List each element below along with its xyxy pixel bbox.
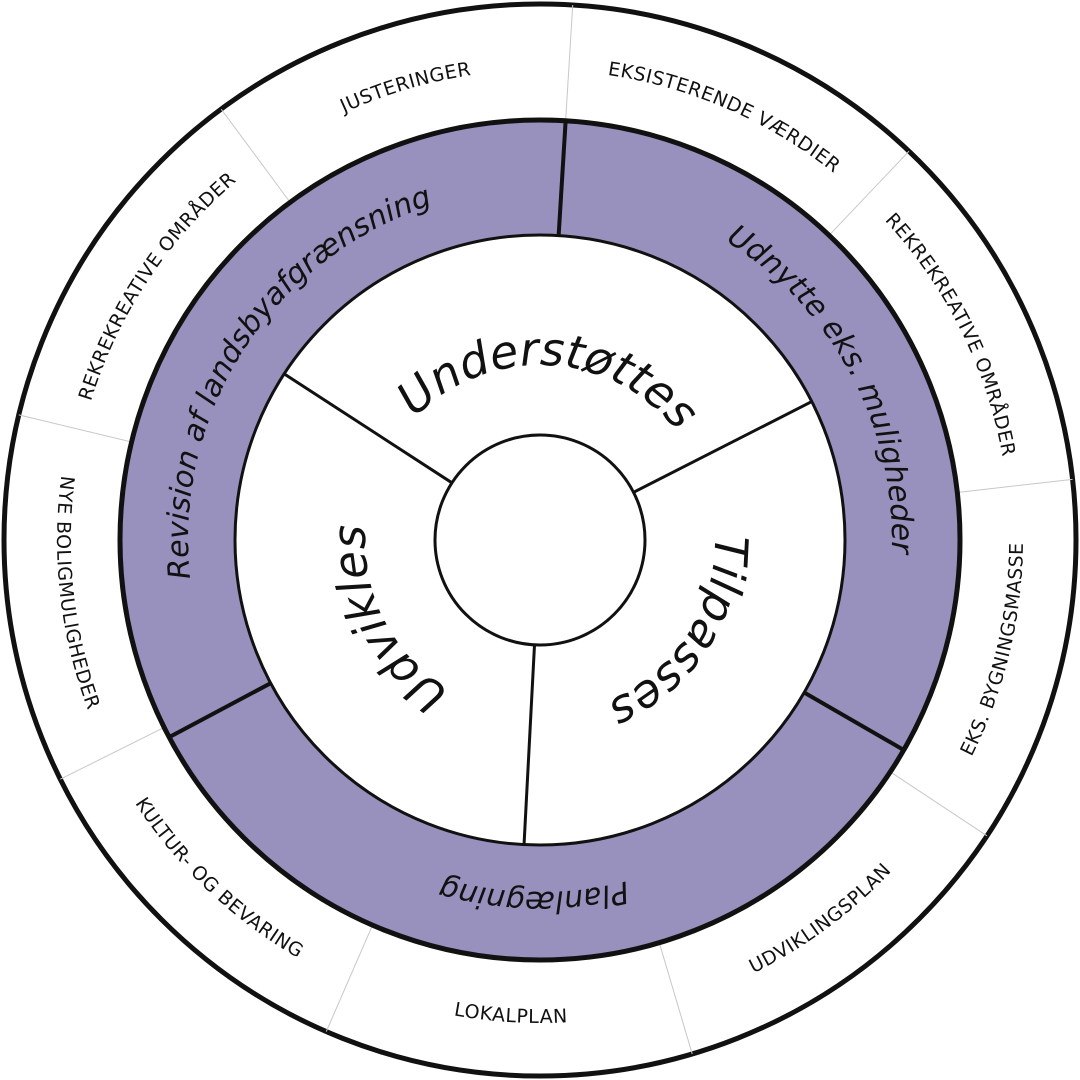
outer-divider	[325, 924, 373, 1032]
middle-divider	[168, 681, 272, 739]
outer-divider	[60, 726, 165, 780]
outer-divider	[18, 414, 132, 443]
inner-divider	[283, 372, 453, 485]
outer-divider	[957, 478, 1073, 493]
middle-section	[169, 683, 904, 960]
inner-divider	[522, 644, 537, 845]
outer-divider	[565, 4, 574, 121]
middle-divider	[556, 120, 568, 236]
middle-divider	[803, 690, 905, 752]
outer-divider	[889, 771, 988, 837]
outer-divider	[828, 150, 910, 236]
middle-section	[120, 120, 566, 738]
inner-divider	[632, 400, 813, 494]
center-hub	[433, 433, 647, 647]
center-circle	[433, 433, 647, 647]
outer-divider	[658, 942, 693, 1055]
middle-ring-outer-border	[117, 117, 963, 963]
outer-divider	[220, 108, 291, 203]
middle-section	[558, 120, 960, 750]
